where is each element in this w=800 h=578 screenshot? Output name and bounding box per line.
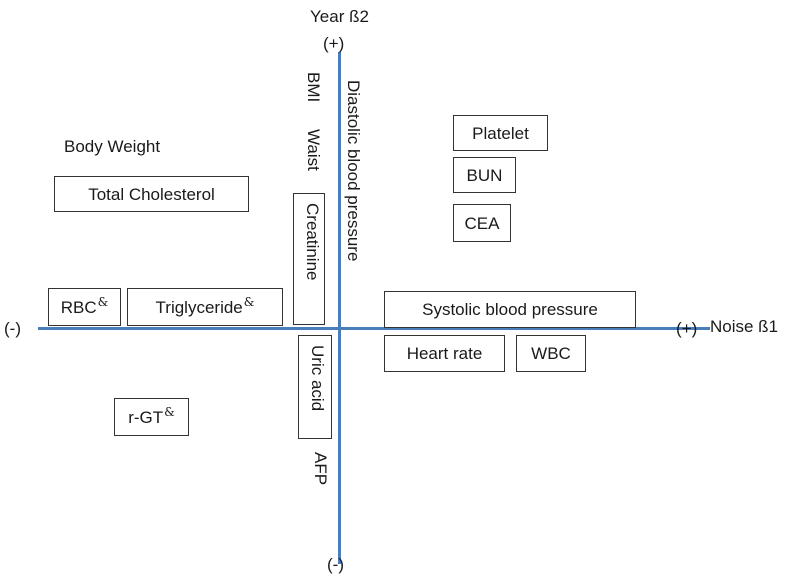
heart-rate-label: Heart rate (406, 344, 483, 363)
diastolic-blood-pressure-label: Diastolic blood pressure (344, 80, 363, 262)
uric-acid-label: Uric acid (308, 345, 327, 412)
bun-label: BUN (466, 165, 503, 185)
systolic-blood-pressure-label: Systolic blood pressure (422, 300, 598, 319)
y-axis-positive-label: (+) (323, 34, 345, 53)
platelet-label: Platelet (472, 123, 529, 143)
wbc-box: WBC (516, 335, 586, 372)
bmi-label: BMI (304, 72, 323, 103)
creatinine-box (293, 193, 325, 325)
uric-acid-box (298, 335, 332, 439)
systolic-blood-pressure-box: Systolic blood pressure (384, 291, 636, 328)
x-axis-title: Noise ß1 (710, 317, 779, 336)
bun-box: BUN (453, 157, 516, 193)
r-gt-label: r-GT (128, 407, 164, 427)
r-gt-marker: & (164, 405, 175, 419)
cea-box: CEA (453, 204, 511, 242)
triglyceride-label: Triglyceride (155, 297, 243, 317)
triglyceride-box: Triglyceride& (127, 288, 283, 326)
r-gt-box: r-GT& (114, 398, 189, 436)
y-axis-title: Year ß2 (310, 7, 369, 26)
x-axis-line (38, 327, 710, 330)
cea-label: CEA (464, 213, 500, 233)
rbc-box: RBC& (48, 288, 121, 326)
platelet-box: Platelet (453, 115, 548, 151)
waist-label: Waist (304, 129, 323, 171)
body-weight-label: Body Weight (64, 137, 161, 156)
y-axis-line (338, 52, 341, 564)
triglyceride-marker: & (243, 295, 255, 309)
x-axis-negative-label: (-) (4, 319, 21, 338)
total-cholesterol-label: Total Cholesterol (88, 184, 215, 204)
rbc-label: RBC (60, 297, 97, 317)
wbc-label: WBC (531, 344, 571, 363)
total-cholesterol-box: Total Cholesterol (54, 176, 249, 212)
x-axis-positive-label: (+) (676, 319, 698, 338)
creatinine-label: Creatinine (303, 203, 322, 281)
y-axis-negative-label: (-) (327, 555, 344, 574)
heart-rate-box: Heart rate (384, 335, 505, 372)
rbc-marker: & (97, 295, 109, 309)
afp-label: AFP (311, 452, 330, 486)
